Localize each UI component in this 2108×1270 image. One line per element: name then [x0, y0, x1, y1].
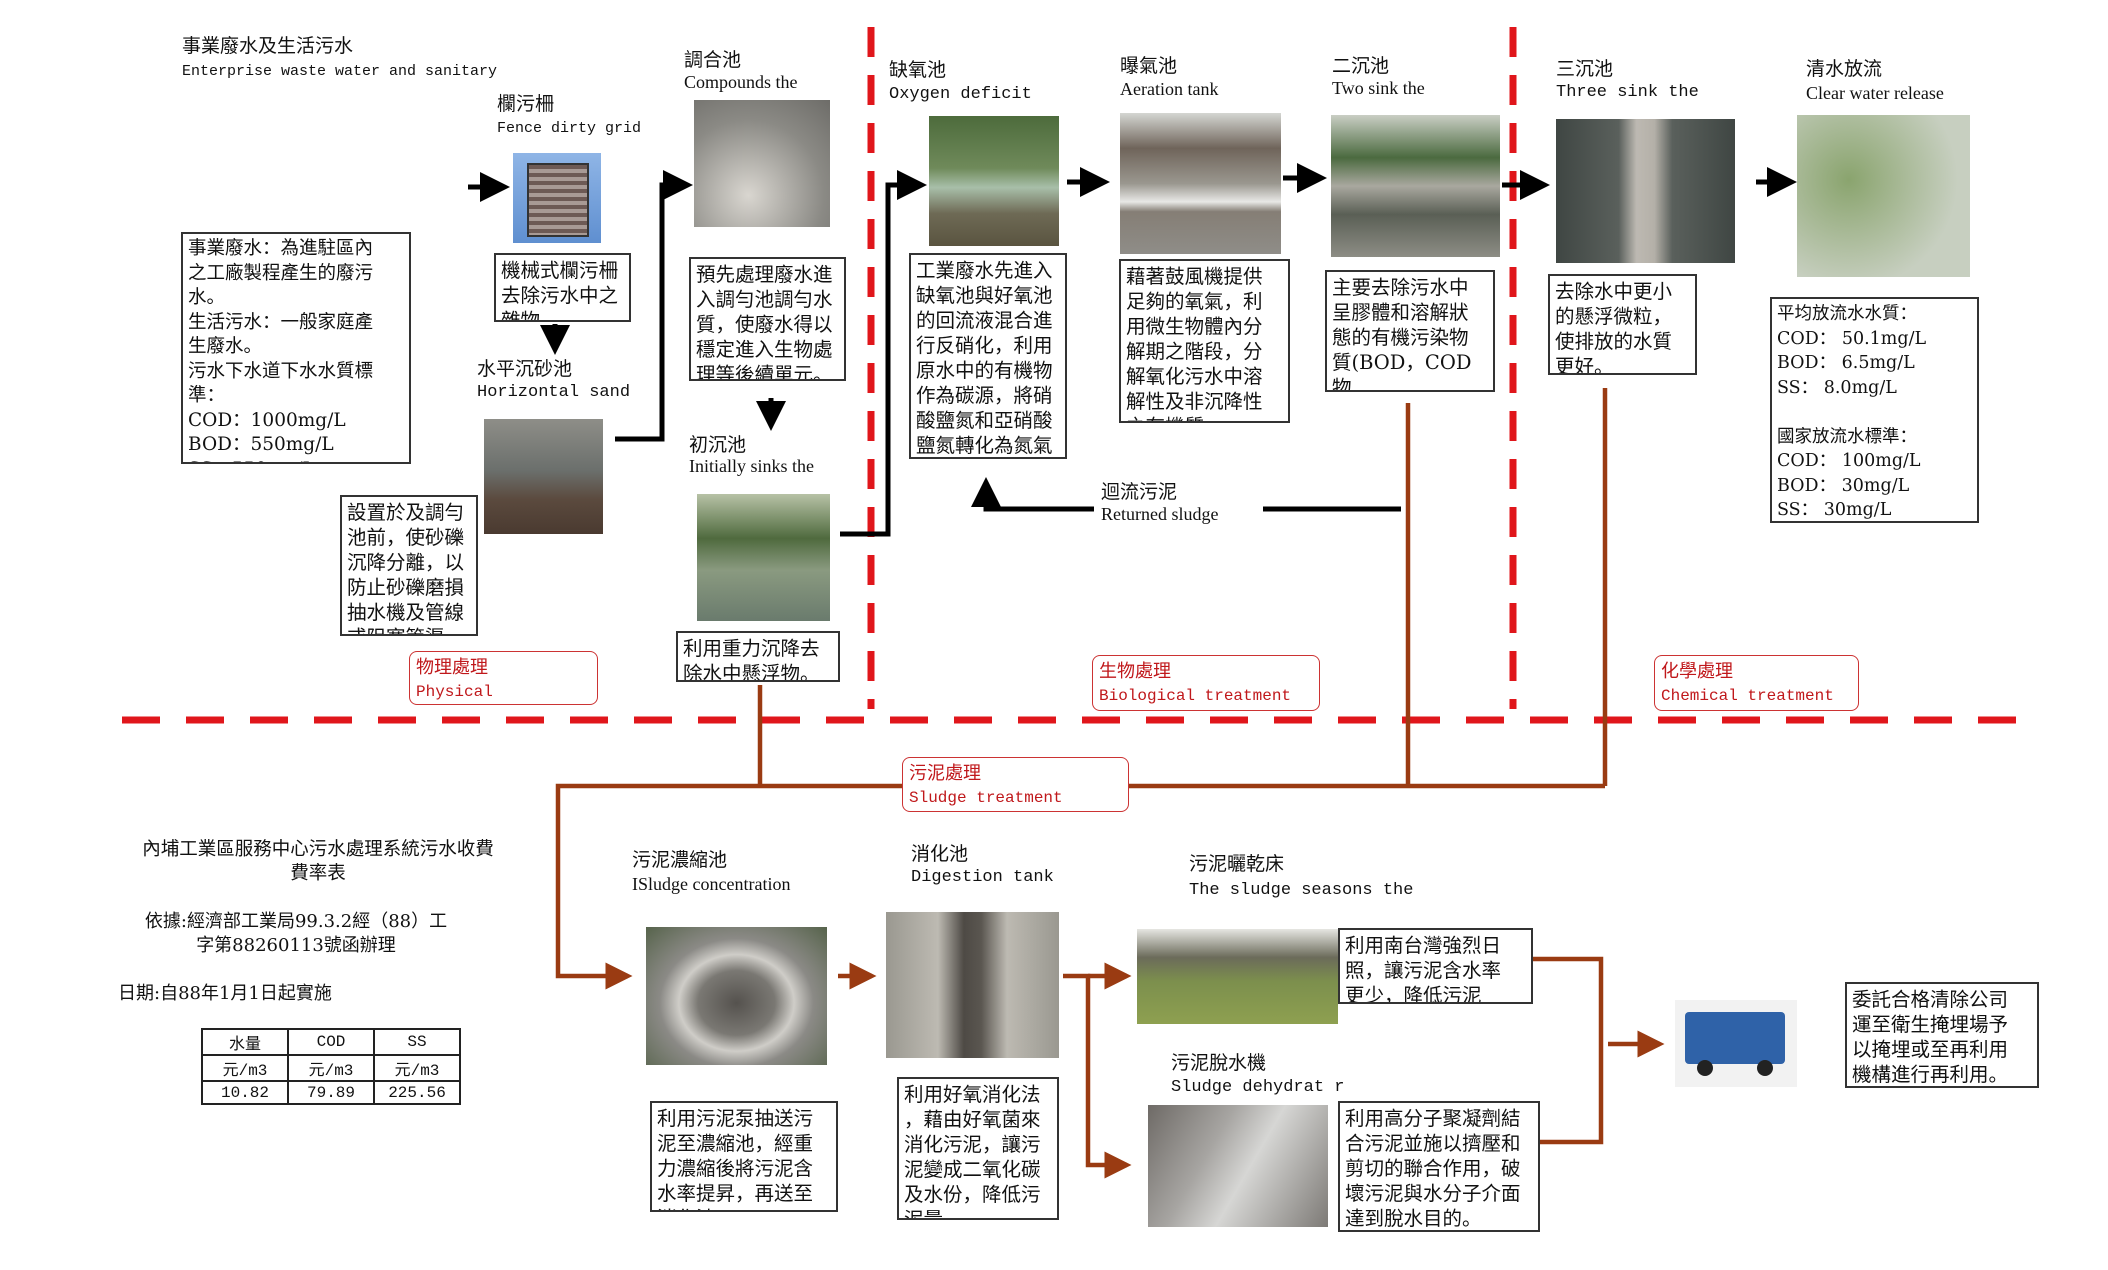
primary-description: 利用重力沉降去 除水中懸浮物。 — [676, 631, 840, 682]
aeration-title-zh: 曝氣池 — [1120, 55, 1178, 77]
secondary-description: 主要去除污水中 呈膠體和溶解狀 態的有機污染物 質(BOD，COD物 質)。 — [1325, 270, 1495, 392]
fee-table-unit-row: 元/m3 元/m3 元/m3 — [201, 1054, 461, 1082]
return-sludge-zh: 迴流污泥 — [1101, 481, 1178, 503]
thickener-title-zh: 污泥濃縮池 — [632, 849, 728, 871]
secondary-tank-photo — [1331, 115, 1500, 257]
section-sludge: 污泥處理 Sludge treatment — [902, 757, 1129, 812]
release-pond-photo — [1797, 115, 1970, 277]
anoxic-title-en: Oxygen deficit — [889, 85, 1032, 104]
arrow-primary-to-anoxic — [840, 170, 927, 537]
equalization-tank-photo — [694, 100, 830, 227]
secondary-title-zh: 二沉池 — [1332, 55, 1390, 77]
section-sludge-zh: 污泥處理 — [909, 763, 981, 784]
section-biological-en: Biological treatment — [1099, 687, 1292, 705]
equalization-title-zh: 調合池 — [684, 49, 742, 71]
release-water-quality: 平均放流水水質： COD： 50.1mg/L BOD： 6.5mg/L SS： … — [1770, 297, 1979, 523]
sand-title-en: Horizontal sand — [477, 383, 631, 402]
fee-unit: 元/m3 — [287, 1054, 375, 1082]
section-sludge-en: Sludge treatment — [909, 789, 1063, 807]
primary-title-zh: 初沉池 — [689, 434, 747, 456]
fee-table-header-row: 水量 COD SS — [201, 1028, 461, 1056]
fee-value: 225.56 — [373, 1080, 461, 1105]
tertiary-title-en: Three sink the — [1556, 83, 1699, 102]
dewater-title-zh: 污泥脫水機 — [1171, 1052, 1267, 1074]
fee-table-value-row: 10.82 79.89 225.56 — [201, 1080, 461, 1105]
source-title-en: Enterprise waste water and sanitary — [182, 63, 498, 80]
fee-unit: 元/m3 — [201, 1054, 289, 1082]
sand-title-zh: 水平沉砂池 — [477, 358, 573, 380]
release-title-zh: 清水放流 — [1806, 58, 1883, 80]
disposal-description: 委託合格清除公司 運至衛生掩埋場予 以掩埋或至再利用 機構進行再利用。 — [1845, 982, 2039, 1088]
release-title-en: Clear water release — [1806, 83, 1944, 103]
primary-tank-photo — [697, 494, 830, 621]
equalization-title-en: Compounds the — [684, 72, 798, 92]
equalization-description: 預先處理廢水進 入調勻池調勻水 質，使廢水得以 穩定進入生物處 理等後續單元。 — [689, 257, 846, 381]
digestion-description: 利用好氧消化法 ，藉由好氧菌來 消化污泥，讓污 泥變成二氧化碳 及水份，降低污 … — [897, 1077, 1059, 1220]
secondary-title-en: Two sink the — [1332, 78, 1425, 98]
fee-basis: 依據:經濟部工業局99.3.2經（88）工 字第88260113號函辦理 — [144, 911, 448, 956]
aeration-tank-photo — [1120, 113, 1281, 254]
fence-title-zh: 欄污柵 — [497, 93, 555, 115]
section-biological: 生物處理 Biological treatment — [1092, 655, 1320, 711]
fee-header: COD — [287, 1028, 375, 1056]
tertiary-tank-photo — [1556, 119, 1735, 263]
fee-date: 日期:自88年1月1日起實施 — [118, 983, 332, 1004]
tertiary-description: 去除水中更小 的懸浮微粒， 使排放的水質 更好。 — [1548, 274, 1697, 375]
digestion-title-zh: 消化池 — [911, 843, 969, 865]
drying-bed-photo — [1137, 929, 1338, 1024]
tertiary-title-zh: 三沉池 — [1556, 58, 1614, 80]
anoxic-title-zh: 缺氧池 — [889, 59, 947, 81]
dewatering-machine-photo — [1148, 1105, 1328, 1227]
section-chemical-zh: 化學處理 — [1661, 661, 1733, 682]
aeration-title-en: Aeration tank — [1120, 79, 1219, 99]
anoxic-tank-photo — [929, 116, 1059, 246]
anoxic-description: 工業廢水先進入 缺氧池與好氧池 的回流液混合進 行反硝化，利用 原水中的有機物 … — [909, 253, 1067, 459]
thickener-description: 利用污泥泵抽送污 泥至濃縮池，經重 力濃縮後將污泥含 水率提昇，再送至 消化池。 — [650, 1101, 838, 1212]
fence-description: 機械式欄污柵 去除污水中之 雜物。 — [494, 253, 631, 322]
truck-photo — [1675, 1000, 1797, 1087]
fence-title-en: Fence dirty grid — [497, 120, 642, 137]
source-title-zh: 事業廢水及生活污水 — [182, 35, 354, 57]
section-chemical-en: Chemical treatment — [1661, 687, 1834, 705]
arrow-sand-to-equalization — [615, 170, 693, 442]
drying-description: 利用南台灣強烈日 照，讓污泥含水率 更少，降低污泥 — [1338, 928, 1533, 1004]
aeration-description: 藉著鼓風機提供 足夠的氧氣，利 用微生物體內分 解期之階段，分 解氧化污水中溶 … — [1119, 259, 1290, 423]
sand-tank-photo — [484, 419, 603, 534]
digestion-title-en: Digestion tank — [911, 868, 1054, 887]
sand-description: 設置於及調勻 池前，使砂礫 沉降分離，以 防止砂礫磨損 抽水機及管線 或阻塞管渠… — [340, 495, 478, 636]
dewater-description: 利用高分子聚凝劑結 合污泥並施以擠壓和 剪切的聯合作用，破 壞污泥與水分子介面 … — [1338, 1101, 1540, 1232]
fence-grid-photo — [513, 153, 601, 243]
drying-title-zh: 污泥曬乾床 — [1189, 853, 1285, 875]
fee-table: 水量 COD SS 元/m3 元/m3 元/m3 10.82 79.89 225… — [201, 1028, 461, 1105]
fee-title: 內埔工業區服務中心污水處理系統污水收費 費率表 — [142, 839, 494, 884]
section-biological-zh: 生物處理 — [1099, 661, 1171, 682]
fee-value: 10.82 — [201, 1080, 289, 1105]
dewater-title-en: Sludge dehydrat r — [1171, 1078, 1345, 1097]
section-physical-zh: 物理處理 — [416, 657, 488, 678]
section-chemical: 化學處理 Chemical treatment — [1654, 655, 1859, 711]
thickener-title-en: ISludge concentration — [632, 874, 791, 894]
fee-unit: 元/m3 — [373, 1054, 461, 1082]
section-physical: 物理處理 Physical — [409, 651, 598, 705]
return-sludge-en: Returned sludge — [1101, 504, 1219, 524]
fee-value: 79.89 — [287, 1080, 375, 1105]
source-description: 事業廢水：為進駐區內 之工廠製程產生的廢污 水。 生活污水：一般家庭產 生廢水。… — [181, 232, 411, 464]
digestion-tank-photo — [886, 912, 1059, 1058]
section-physical-en: Physical — [416, 683, 493, 701]
fee-header: SS — [373, 1028, 461, 1056]
drying-title-en: The sludge seasons the — [1189, 881, 1414, 900]
thickener-tank-photo — [646, 927, 827, 1065]
return-sludge-arrow — [971, 477, 1094, 512]
fee-header: 水量 — [201, 1028, 289, 1056]
primary-title-en: Initially sinks the — [689, 456, 814, 476]
